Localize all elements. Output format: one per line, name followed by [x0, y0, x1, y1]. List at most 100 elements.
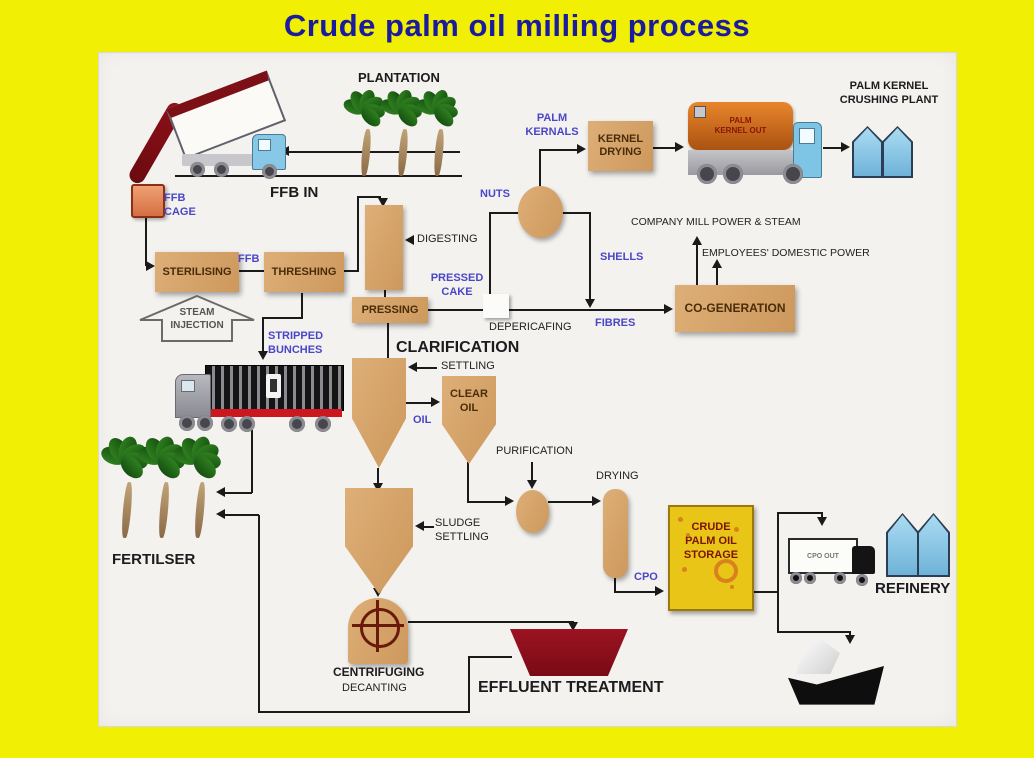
flow-line: [652, 147, 676, 149]
arrowhead: [692, 236, 702, 245]
refinery-label: REFINERY: [875, 580, 951, 597]
flow-line: [263, 317, 303, 319]
ship-icon: [788, 636, 884, 710]
cab-window: [258, 139, 271, 151]
flow-line: [489, 213, 491, 295]
storage-label: CRUDE PALM OIL STORAGE: [683, 521, 739, 561]
flow-line: [468, 656, 470, 712]
depericarper-box: [483, 294, 509, 318]
pressed-cake-label: PRESSED CAKE: [430, 272, 484, 298]
truck-chassis-red: [205, 409, 342, 417]
ffb-cage-label: FFB CAGE: [164, 192, 196, 218]
flow-line: [560, 212, 590, 214]
pressing-label: PRESSING: [361, 303, 419, 316]
wheel-icon: [697, 164, 717, 184]
cogeneration-label: CO-GENERATION: [684, 300, 786, 315]
company-power-label: COMPANY MILL POWER & STEAM: [631, 216, 801, 228]
clear-oil-label: CLEAR OIL: [450, 388, 488, 414]
centrifuge-vessel: [348, 598, 408, 664]
flow-line: [589, 212, 591, 300]
wheel-icon: [262, 164, 277, 179]
flow-line: [821, 512, 823, 518]
wheel-icon: [197, 415, 213, 431]
ffb-tipper-truck: [126, 70, 295, 190]
ffb-label: FFB: [238, 253, 260, 265]
digesting-label: DIGESTING: [417, 233, 478, 245]
effluent-treatment-label: EFFLUENT TREATMENT: [478, 679, 664, 696]
flow-line: [357, 196, 359, 272]
palm-kernel-tanker-truck: PALM KERNEL OUT: [685, 98, 825, 188]
flow-line: [222, 514, 259, 516]
arrowhead: [655, 586, 664, 596]
cpo-storage-tank: CRUDE PALM OIL STORAGE: [668, 505, 754, 611]
arrowhead: [505, 496, 514, 506]
tanker-cab: [793, 122, 822, 178]
flow-line: [377, 468, 379, 484]
drying-label: DRYING: [596, 470, 639, 482]
flow-line: [251, 430, 253, 493]
arrowhead: [568, 622, 578, 631]
flow-line: [400, 402, 434, 404]
wheel-icon: [790, 572, 802, 584]
flow-line: [287, 151, 460, 153]
sludge-settling-label: SLUDGE SETTLING: [435, 517, 489, 543]
arrowhead: [577, 144, 586, 154]
flow-line: [614, 578, 616, 593]
cab-window: [181, 380, 195, 392]
flow-line: [145, 213, 147, 266]
pressing-box: PRESSING: [352, 297, 428, 323]
flow-line: [384, 288, 386, 300]
vacuum-dryer-column: [603, 489, 628, 578]
flow-line: [467, 501, 508, 503]
flow-line: [548, 501, 595, 503]
flow-line: [418, 526, 434, 528]
ffb-in-label: FFB IN: [270, 184, 319, 201]
flow-line: [614, 591, 658, 593]
cab-window: [799, 128, 815, 144]
palm-tree-icon: [171, 433, 223, 539]
depericafing-label: DEPERICAFING: [489, 321, 572, 333]
centrifuge-crosshair-icon: [360, 608, 400, 648]
flow-line: [175, 175, 462, 177]
wheel-icon: [804, 572, 816, 584]
arrowhead: [405, 235, 414, 245]
centrifuging-label: CENTRIFUGING: [333, 665, 425, 679]
clarification-label: CLARIFICATION: [396, 339, 520, 356]
arrowhead: [712, 259, 722, 268]
arrowhead: [378, 198, 388, 207]
kernel-drying-box: KERNEL DRYING: [588, 121, 653, 171]
tank-hatch: [694, 106, 706, 118]
ship-sail: [796, 638, 840, 674]
flow-line: [716, 266, 718, 285]
purification-label: PURIFICATION: [496, 445, 573, 457]
domestic-power-label: EMPLOYEES' DOMESTIC POWER: [702, 247, 870, 259]
arrowhead: [817, 517, 827, 526]
arrowhead: [408, 362, 417, 372]
arrowhead: [431, 397, 440, 407]
wheel-icon: [190, 162, 205, 177]
cpo-label: CPO: [634, 571, 658, 583]
flow-line: [531, 462, 533, 482]
flow-line: [467, 462, 469, 503]
flow-line: [777, 513, 779, 633]
wheel-icon: [315, 416, 331, 432]
arrowhead: [585, 299, 595, 308]
wheel-icon: [289, 416, 305, 432]
flow-line: [301, 293, 303, 318]
flow-line: [222, 492, 252, 494]
flow-line: [258, 711, 470, 713]
cpo-truck-cab: [852, 546, 875, 574]
oil-swirl-icon: [714, 559, 738, 583]
flow-line: [750, 591, 779, 593]
flow-line: [258, 515, 260, 712]
wheel-icon: [783, 164, 803, 184]
page-title: Crude palm oil milling process: [283, 8, 751, 43]
flow-line: [387, 322, 389, 358]
nuts-separator-drum: [518, 186, 563, 238]
fertilser-label: FERTILSER: [112, 551, 196, 568]
flow-line: [777, 631, 851, 633]
arrowhead: [373, 483, 383, 492]
arrowhead: [527, 480, 537, 489]
cpo-truck-label: CPO OUT: [807, 552, 839, 560]
shells-label: SHELLS: [600, 251, 644, 263]
